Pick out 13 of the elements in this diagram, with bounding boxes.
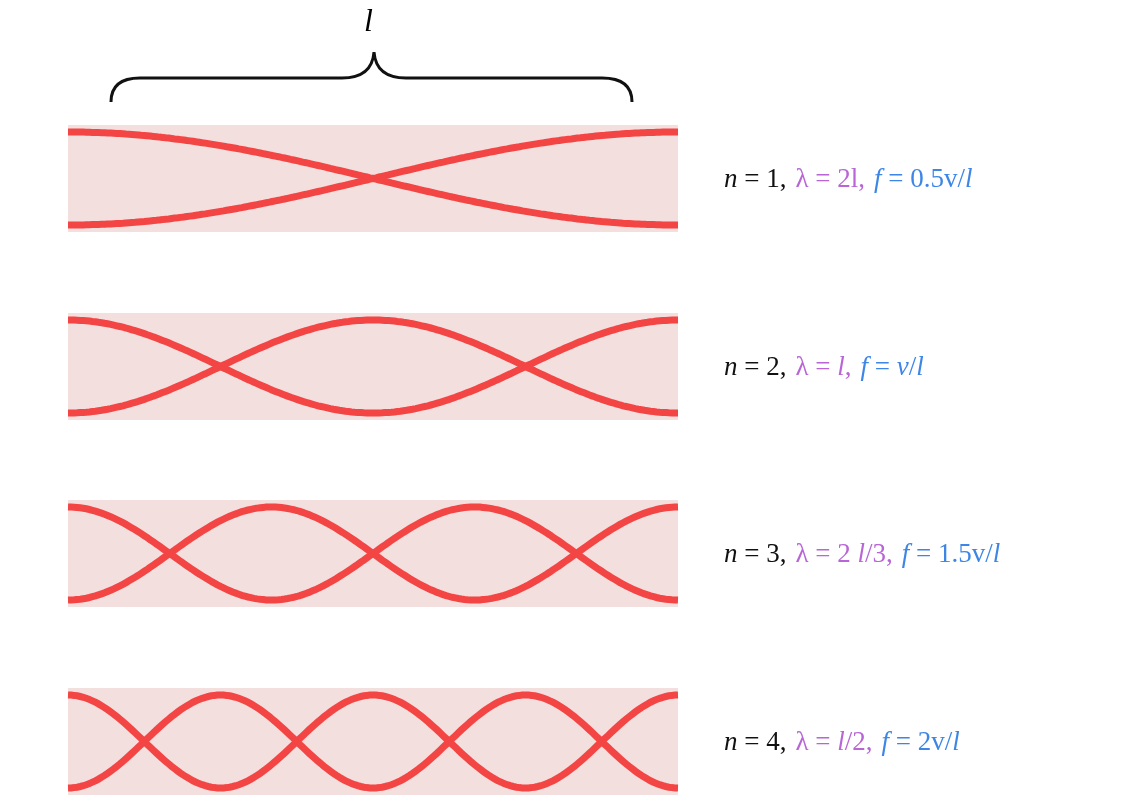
formula-text: f = 2v/l	[881, 726, 960, 757]
formula-text: λ = l,	[795, 351, 852, 382]
formula-text: n = 2,	[724, 351, 787, 382]
formula-text: λ = l/2,	[795, 726, 873, 757]
formula-text: n = 4,	[724, 726, 787, 757]
formula-text: λ = 2l,	[795, 163, 866, 194]
formula-text: f = 1.5v/l	[901, 538, 1001, 569]
formula-text: λ = 2 l/3,	[795, 538, 893, 569]
formula-text: f = 0.5v/l	[874, 163, 973, 194]
formula-text: n = 1,	[724, 163, 787, 194]
length-label: l	[364, 2, 373, 39]
formula-text: f = v/l	[860, 351, 924, 382]
formula-text: n = 3,	[724, 538, 787, 569]
